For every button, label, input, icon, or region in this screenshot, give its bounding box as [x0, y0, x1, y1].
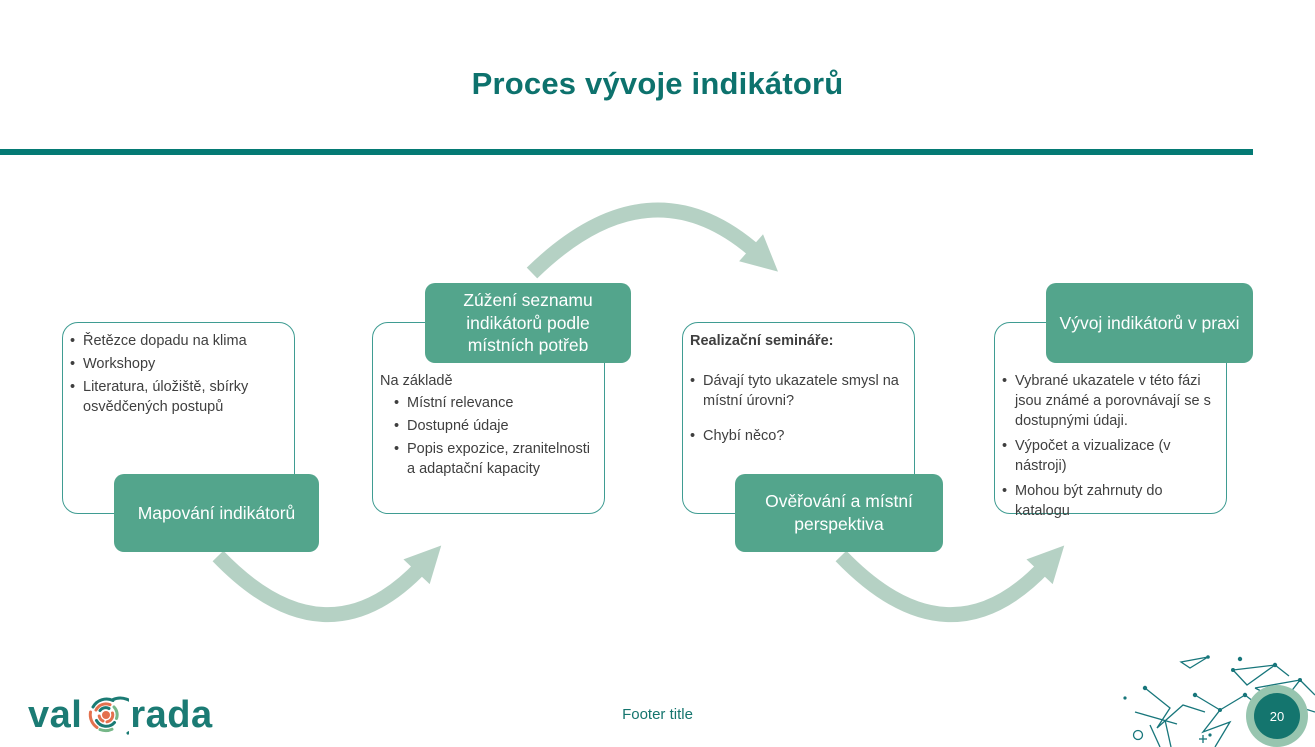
step2-intro-text: Na základě	[380, 373, 453, 389]
bullet-item: Dávají tyto ukazatele smysl na místní úr…	[690, 371, 906, 411]
step1-bullet-list: Řetězce dopadu na klima Workshopy Litera…	[70, 331, 286, 417]
step3-bullet-list: Dávají tyto ukazatele smysl na místní úr…	[690, 371, 906, 446]
step1-label: Mapování indikátorů	[114, 474, 319, 552]
title-divider-line	[0, 149, 1253, 155]
bullet-item: Literatura, úložiště, sbírky osvědčených…	[70, 377, 286, 417]
footer-title: Footer title	[622, 706, 693, 723]
logo-text-right: rada	[130, 694, 213, 736]
step4-label: Vývoj indikátorů v praxi	[1046, 283, 1253, 363]
bullet-item: Workshopy	[70, 354, 286, 374]
bullet-item: Chybí něco?	[690, 426, 906, 446]
step-panel-mapovani: Řetězce dopadu na klima Workshopy Litera…	[62, 322, 295, 514]
step-panel-vyvoj: Vybrané ukazatele v této fázi jsou známé…	[994, 322, 1227, 519]
valorada-globe-icon	[89, 696, 130, 735]
bullet-item: Mohou být zahrnuty do katalogu	[1002, 481, 1218, 521]
bullet-item: Výpočet a vizualizace (v nástroji)	[1002, 436, 1218, 476]
bullet-item: Místní relevance	[394, 393, 596, 413]
step3-label: Ověřování a místní perspektiva	[735, 474, 943, 552]
page-number: 20	[1254, 693, 1300, 739]
bullet-item: Dostupné údaje	[394, 416, 596, 436]
curved-arrow-step1-to-step2	[212, 545, 442, 623]
bullet-item: Vybrané ukazatele v této fázi jsou známé…	[1002, 371, 1218, 431]
bullet-item: Řetězce dopadu na klima	[70, 331, 286, 351]
logo-text-left: val	[28, 694, 83, 736]
step3-intro-text: Realizační semináře:	[690, 333, 834, 349]
page-number-badge: 20	[1246, 685, 1308, 747]
bullet-item: Popis expozice, zranitelnosti a adaptačn…	[394, 439, 596, 479]
curved-arrow-step3-to-step4	[835, 545, 1065, 623]
curved-arrow-step2-to-step3	[526, 202, 779, 279]
step4-bullet-list: Vybrané ukazatele v této fázi jsou známé…	[1002, 371, 1218, 521]
step2-bullet-list: Místní relevance Dostupné údaje Popis ex…	[380, 393, 596, 479]
valorada-logo: val rada	[28, 692, 213, 738]
slide-title: Proces vývoje indikátorů	[471, 66, 844, 101]
step2-label: Zúžení seznamu indikátorů podle místních…	[425, 283, 631, 363]
